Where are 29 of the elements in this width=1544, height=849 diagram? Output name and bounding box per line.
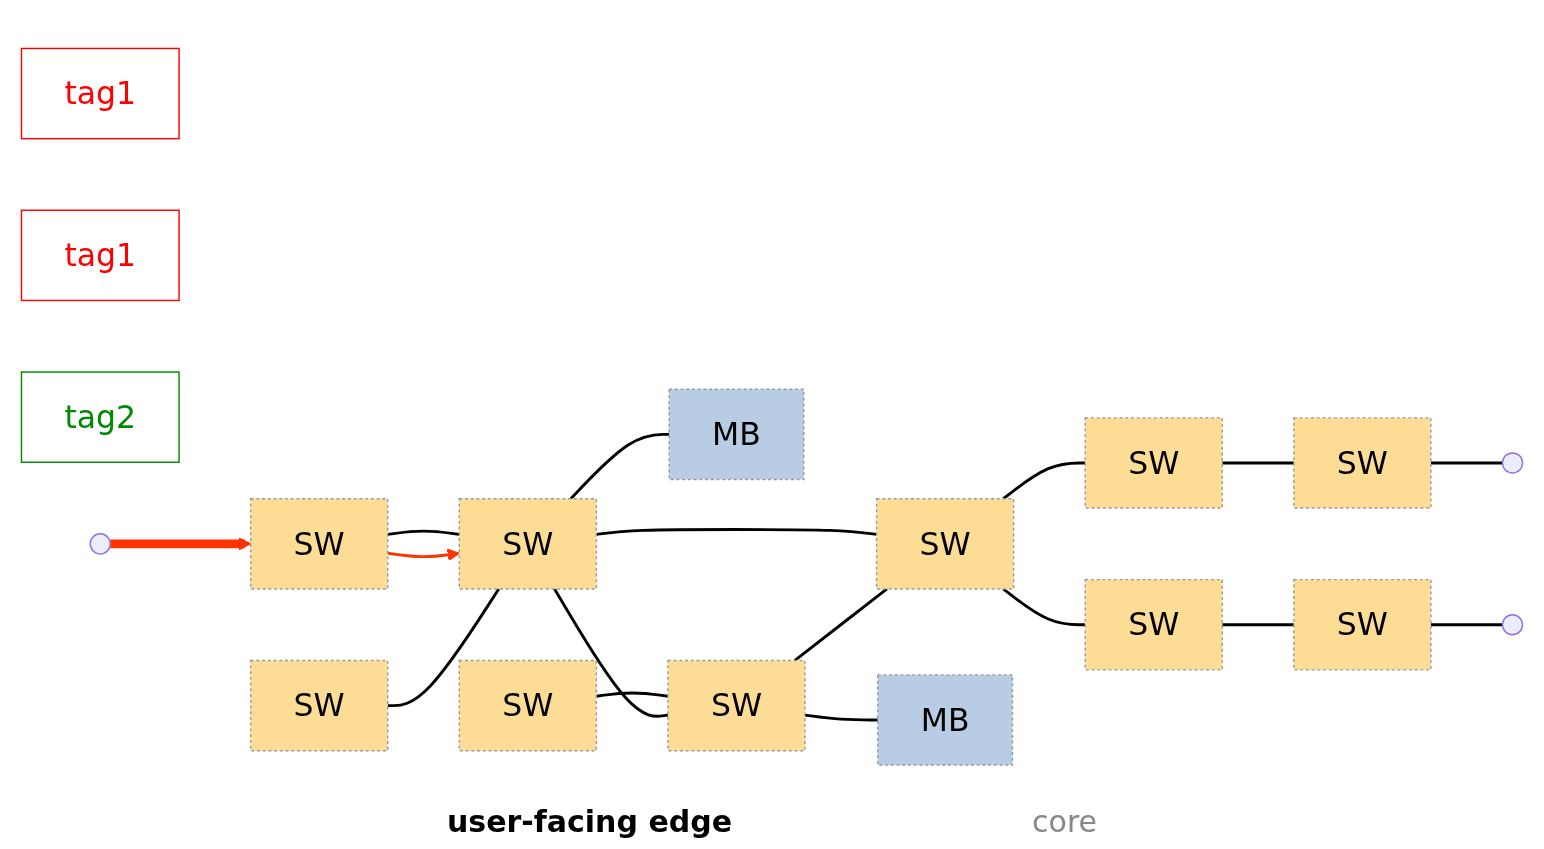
node-box: SW — [1293, 579, 1432, 671]
node-box: SW — [458, 660, 598, 752]
node-box: tag2 — [20, 371, 180, 464]
connector — [793, 588, 888, 662]
connector — [387, 530, 460, 537]
node-box: SW — [667, 660, 806, 752]
node-box: MB — [668, 388, 805, 481]
node-box: SW — [1084, 417, 1223, 509]
region-label: core — [1032, 804, 1098, 839]
node-box: tag1 — [20, 209, 180, 302]
node-box: MB — [877, 674, 1014, 766]
connector — [569, 433, 670, 500]
connector — [1222, 461, 1294, 465]
connector — [1002, 588, 1086, 627]
node-box: SW — [458, 498, 598, 590]
arrow — [387, 548, 460, 562]
connector — [387, 588, 500, 708]
connector — [1430, 623, 1503, 627]
connector — [804, 713, 878, 722]
node-box: SW — [249, 498, 389, 590]
node-box: SW — [249, 660, 389, 752]
node-box: tag1 — [20, 47, 180, 140]
node-box: SW — [1084, 579, 1223, 671]
node-box: SW — [875, 498, 1015, 590]
connector — [1222, 623, 1294, 627]
connector — [1430, 461, 1503, 465]
node-box: SW — [1293, 417, 1432, 509]
region-label: user-facing edge — [446, 804, 733, 839]
connector — [596, 528, 877, 537]
